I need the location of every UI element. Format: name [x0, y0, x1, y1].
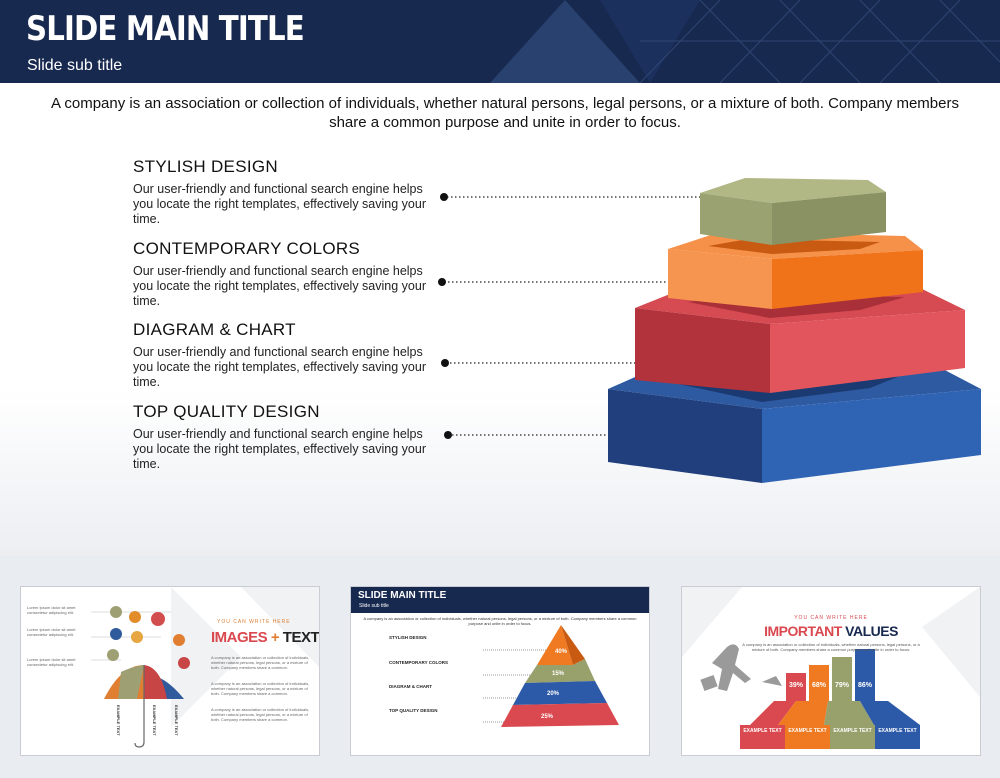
- thumb-intro: A company is an association or collectio…: [363, 616, 637, 626]
- thumb-title: SLIDE MAIN TITLE: [358, 590, 447, 601]
- thumb-intro: A company is an association or collectio…: [742, 642, 920, 652]
- thumb-item: TOP QUALITY DESIGN: [389, 708, 438, 713]
- value-label: EXAMPLE TEXT: [788, 728, 827, 734]
- stacked-frames-diagram: [438, 178, 981, 483]
- item-heading: STYLISH DESIGN: [133, 157, 278, 176]
- item-body: Our user-friendly and functional search …: [133, 264, 426, 308]
- intro-paragraph: A company is an association or collectio…: [51, 95, 959, 131]
- values-infographic: [682, 587, 980, 749]
- thumb-paragraph: A company is an association or collectio…: [211, 707, 310, 722]
- umbrella-infographic: [91, 587, 319, 748]
- umbrella-label: EXAMPLE TEXT: [116, 705, 121, 736]
- value-pct: 86%: [858, 682, 873, 689]
- connector-dot: [438, 278, 446, 286]
- thumb-item: CONTEMPORARY COLORS: [389, 660, 449, 665]
- thumb-item: STYLISH DESIGN: [389, 635, 427, 640]
- thumbnail-images-text[interactable]: Lorem Ipsum dolor sit amet consectetur a…: [20, 586, 320, 756]
- value-pct: 79%: [835, 682, 850, 689]
- item-contemporary-colors: CONTEMPORARY COLORS Our user-friendly an…: [133, 239, 433, 309]
- umbrella-side-text: Lorem Ipsum dolor sit amet consectetur a…: [27, 627, 76, 637]
- connector-dot: [444, 431, 452, 439]
- thumb-paragraph: A company is an association or collectio…: [211, 655, 310, 670]
- item-heading: CONTEMPORARY COLORS: [133, 239, 361, 258]
- thumbnail-pyramid[interactable]: SLIDE MAIN TITLE Slide sub title A compa…: [350, 586, 650, 756]
- thumb-subtitle: Slide sub title: [359, 603, 389, 609]
- pyramid-pct: 25%: [541, 714, 554, 720]
- item-heading: DIAGRAM & CHART: [133, 320, 296, 339]
- umbrella-side-text: Lorem Ipsum dolor sit amet consectetur a…: [27, 657, 76, 667]
- item-body: Our user-friendly and functional search …: [133, 182, 426, 226]
- pyramid-pct: 15%: [552, 671, 565, 677]
- item-body: Our user-friendly and functional search …: [133, 427, 426, 471]
- connector-dot: [441, 359, 449, 367]
- value-label: EXAMPLE TEXT: [833, 728, 872, 734]
- thumb-kicker: YOU CAN WRITE HERE: [217, 619, 291, 625]
- umbrella-side-text: Lorem Ipsum dolor sit amet consectetur a…: [27, 605, 76, 615]
- item-diagram-chart: DIAGRAM & CHART Our user-friendly and fu…: [133, 320, 433, 390]
- item-top-quality-design: TOP QUALITY DESIGN Our user-friendly and…: [133, 402, 433, 472]
- pyramid-pct: 20%: [547, 691, 560, 697]
- item-body: Our user-friendly and functional search …: [133, 345, 426, 389]
- thumb-heading: IMAGES + TEXT: [211, 629, 319, 646]
- thumb-kicker: YOU CAN WRITE HERE: [794, 615, 868, 621]
- umbrella-label: EXAMPLE TEXT: [174, 705, 179, 736]
- value-pct: 39%: [789, 682, 804, 689]
- header-triangle-pattern: [490, 0, 1000, 83]
- slide-subtitle: Slide sub title: [27, 57, 123, 74]
- main-slide: SLIDE MAIN TITLE Slide sub title A compa…: [0, 0, 1000, 556]
- slide-header: SLIDE MAIN TITLE Slide sub title: [0, 0, 1000, 83]
- value-label: EXAMPLE TEXT: [743, 728, 782, 734]
- heading-plus: +: [270, 629, 280, 646]
- orange-frame-layer: [668, 232, 923, 309]
- value-pct: 68%: [812, 682, 827, 689]
- slide-title: SLIDE MAIN TITLE: [26, 9, 305, 49]
- thumb-heading: IMPORTANT VALUES: [682, 623, 980, 639]
- thumb-header: [351, 587, 649, 613]
- pyramid-diagram: [483, 625, 619, 727]
- umbrella-label: EXAMPLE TEXT: [152, 705, 157, 736]
- thumb-paragraph: A company is an association or collectio…: [211, 681, 310, 696]
- item-stylish-design: STYLISH DESIGN Our user-friendly and fun…: [133, 157, 433, 227]
- heading-word: TEXT: [282, 629, 320, 646]
- thumbnail-important-values[interactable]: YOU CAN WRITE HERE IMPORTANT VALUES A co…: [681, 586, 981, 756]
- thumb-item: DIAGRAM & CHART: [389, 684, 432, 689]
- green-top-block: [700, 178, 886, 245]
- value-label: EXAMPLE TEXT: [878, 728, 917, 734]
- heading-word: VALUES: [845, 623, 898, 639]
- pyramid-pct: 40%: [555, 649, 568, 655]
- heading-word: IMAGES: [211, 629, 268, 646]
- item-heading: TOP QUALITY DESIGN: [133, 402, 320, 421]
- connector-dot: [440, 193, 448, 201]
- heading-word: IMPORTANT: [764, 623, 842, 639]
